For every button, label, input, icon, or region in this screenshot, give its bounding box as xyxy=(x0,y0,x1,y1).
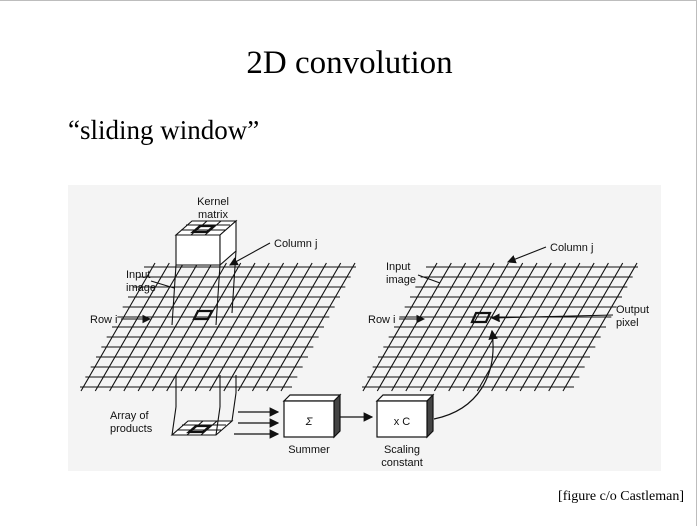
column-j-label-right: Column j xyxy=(550,242,593,254)
pointer-lines xyxy=(121,242,614,324)
projection-lines xyxy=(175,375,237,407)
array-of-products-label-2: products xyxy=(110,423,153,435)
input-image-grid-right xyxy=(362,262,638,392)
input-image-grid-left xyxy=(80,262,356,392)
figure-credit: [figure c/o Castleman] xyxy=(558,489,684,504)
output-arrow xyxy=(433,329,498,420)
product-arrows xyxy=(234,407,280,439)
scale-symbol: x C xyxy=(394,416,411,428)
row-i-label-right: Row i xyxy=(368,314,396,326)
input-image-label-left-1: Input xyxy=(126,269,150,281)
kernel-position-highlight xyxy=(192,309,214,321)
input-image-label-right-2: image xyxy=(386,274,416,286)
slide-title: 2D convolution xyxy=(246,45,453,81)
kernel-matrix-label-2: matrix xyxy=(198,209,228,221)
summer-box xyxy=(282,393,342,439)
output-pixel-highlight xyxy=(470,311,492,324)
kernel-matrix xyxy=(171,219,238,326)
array-of-products-label-1: Array of xyxy=(110,410,149,422)
output-pixel-label-1: Output xyxy=(616,304,649,316)
convolution-figure: Σ x C xyxy=(68,185,661,471)
column-j-label-left: Column j xyxy=(274,238,317,250)
row-i-label-left: Row i xyxy=(90,314,118,326)
input-image-label-right-1: Input xyxy=(386,261,410,273)
input-image-label-left-2: image xyxy=(126,282,156,294)
array-of-products xyxy=(170,392,237,436)
scaling-constant-label-1: Scaling xyxy=(384,444,420,456)
kernel-matrix-label-1: Kernel xyxy=(197,196,229,208)
summer-symbol: Σ xyxy=(305,416,313,428)
convolution-diagram: Σ x C xyxy=(80,196,649,469)
output-pixel-label-2: pixel xyxy=(616,317,639,329)
slide-subtitle: “sliding window” xyxy=(68,115,260,145)
scaling-box xyxy=(375,393,435,439)
summer-label: Summer xyxy=(288,444,330,456)
scaling-constant-label-2: constant xyxy=(381,457,423,469)
